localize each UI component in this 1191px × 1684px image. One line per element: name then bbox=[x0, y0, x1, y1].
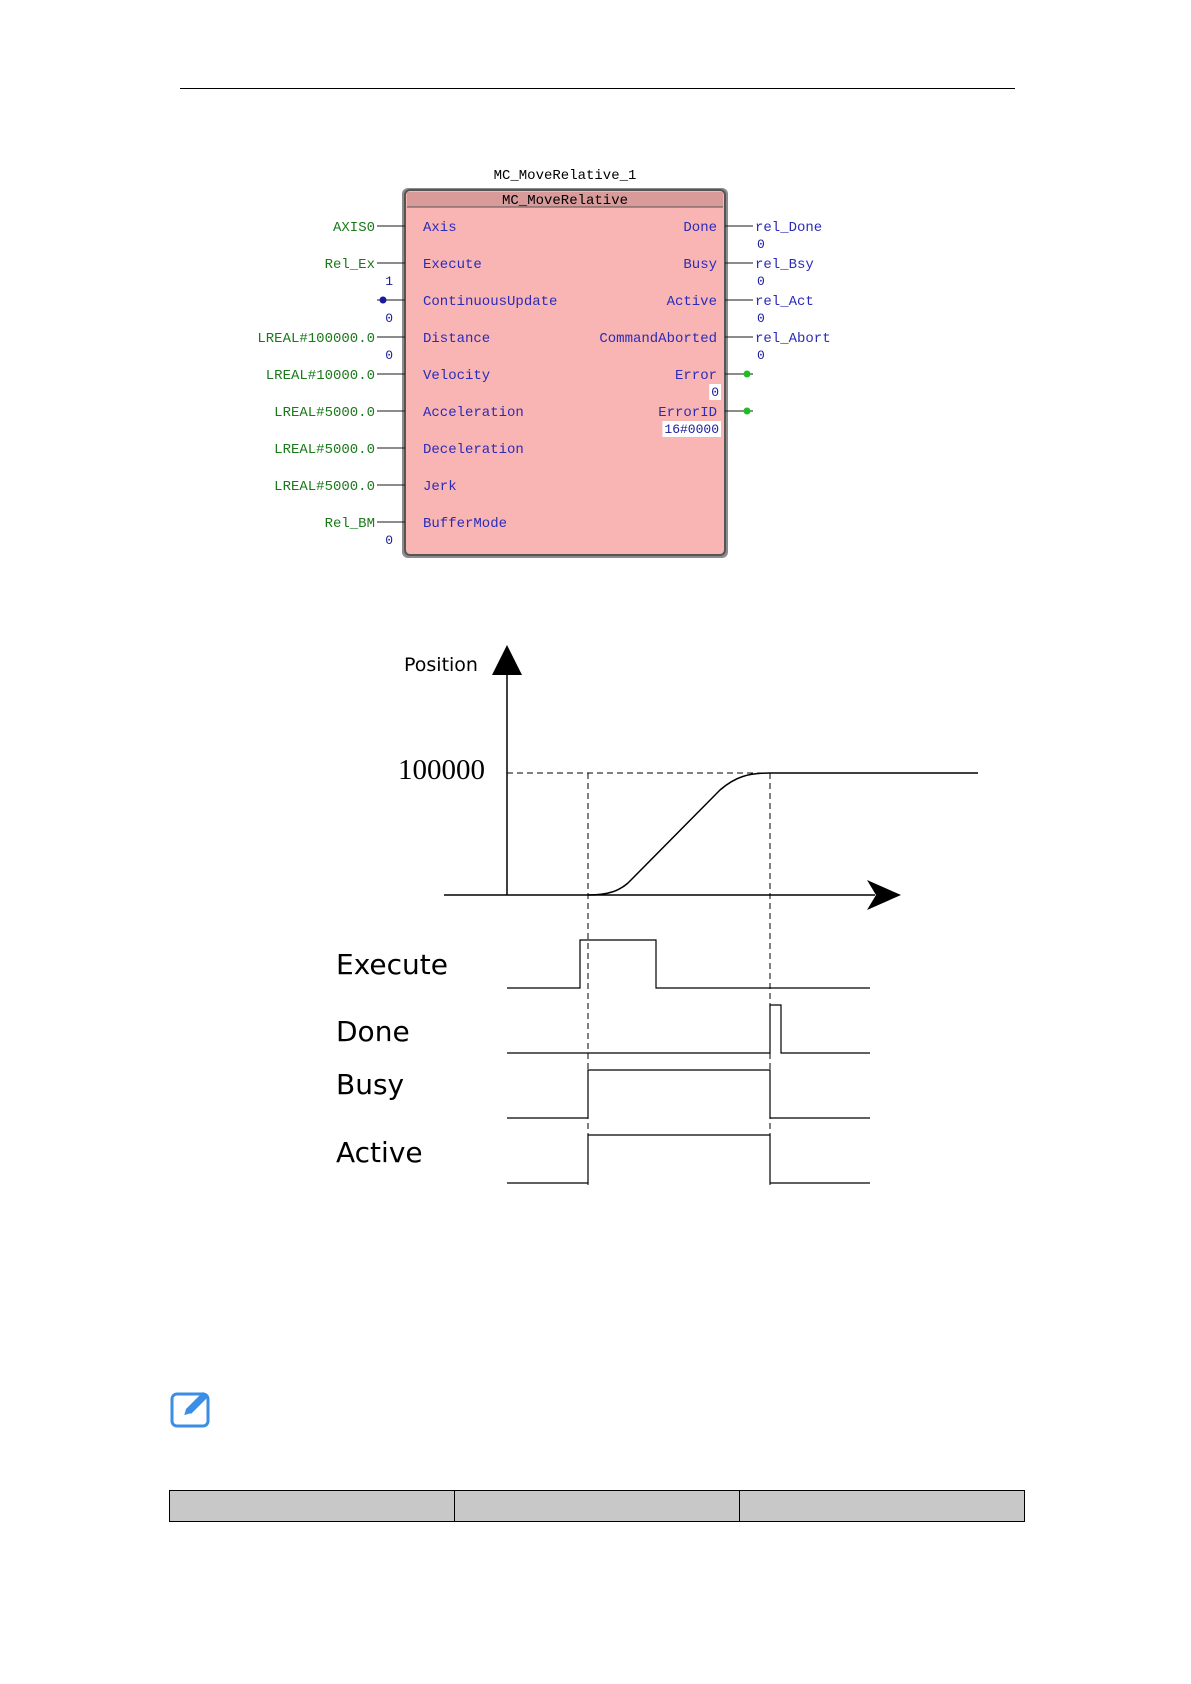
output-value-box bbox=[709, 384, 721, 400]
header-rule bbox=[180, 88, 1015, 89]
input-pin-velocity: Velocity bbox=[423, 368, 490, 384]
output-variable[interactable]: rel_Bsy bbox=[755, 257, 814, 273]
input-variable[interactable]: Rel_BM bbox=[325, 516, 375, 532]
fb-header bbox=[407, 192, 723, 207]
table-header-row bbox=[169, 1490, 1025, 1522]
done-waveform bbox=[507, 1004, 870, 1054]
busy-label: Busy bbox=[336, 1068, 405, 1101]
input-pin-execute: Execute bbox=[423, 257, 482, 273]
output-live-value: 0 bbox=[711, 385, 719, 400]
input-pin-jerk: Jerk bbox=[423, 479, 457, 495]
input-variable[interactable]: AXIS0 bbox=[333, 220, 375, 236]
input-pin-continuousupdate: ContinuousUpdate bbox=[423, 294, 557, 310]
active-label: Active bbox=[336, 1136, 423, 1169]
output-live-value: 0 bbox=[757, 274, 765, 289]
output-pin-busy: Busy bbox=[683, 257, 717, 273]
output-connection-dot[interactable] bbox=[743, 370, 751, 378]
input-live-value: 0 bbox=[385, 348, 393, 363]
table-header-cell bbox=[169, 1490, 455, 1522]
output-pin-active: Active bbox=[667, 294, 717, 310]
output-connection-dot[interactable] bbox=[743, 407, 751, 415]
table-header-cell bbox=[454, 1490, 740, 1522]
input-pin-deceleration: Deceleration bbox=[423, 442, 524, 458]
input-pin-buffermode: BufferMode bbox=[423, 516, 507, 532]
busy-waveform bbox=[507, 1069, 870, 1119]
input-live-value: 1 bbox=[385, 274, 393, 289]
y-axis-arrow bbox=[492, 645, 522, 675]
fb-body bbox=[404, 189, 726, 556]
done-label: Done bbox=[336, 1015, 410, 1048]
output-live-value: 0 bbox=[757, 348, 765, 363]
position-curve bbox=[587, 772, 978, 896]
output-pin-done: Done bbox=[683, 220, 717, 236]
fb-type-name: MC_MoveRelative bbox=[502, 193, 628, 209]
input-pin-acceleration: Acceleration bbox=[423, 405, 524, 421]
bottom-table bbox=[169, 1490, 1025, 1522]
output-live-value: 0 bbox=[757, 237, 765, 252]
output-pin-error: Error bbox=[675, 368, 717, 384]
input-connection-dot[interactable] bbox=[379, 296, 387, 304]
input-variable[interactable]: LREAL#5000.0 bbox=[274, 405, 375, 421]
input-live-value: 0 bbox=[385, 311, 393, 326]
position-target-value: 100000 bbox=[398, 754, 485, 786]
output-pin-commandaborted: CommandAborted bbox=[599, 331, 717, 347]
active-waveform bbox=[507, 1134, 870, 1184]
output-variable[interactable]: rel_Act bbox=[755, 294, 814, 310]
input-variable[interactable]: LREAL#5000.0 bbox=[274, 442, 375, 458]
function-block-diagram: MC_MoveRelative_1 MC_MoveRelative Axis AX… bbox=[257, 168, 831, 558]
execute-waveform bbox=[507, 939, 870, 989]
output-variable[interactable]: rel_Done bbox=[755, 220, 822, 236]
input-variable[interactable]: Rel_Ex bbox=[325, 257, 375, 273]
x-axis-arrow bbox=[867, 880, 901, 910]
input-pin-distance: Distance bbox=[423, 331, 490, 347]
position-axis-label: Position bbox=[404, 654, 478, 676]
output-value-box bbox=[662, 421, 721, 437]
output-live-value: 0 bbox=[757, 311, 765, 326]
input-live-value: 0 bbox=[385, 533, 393, 548]
table-header-cell bbox=[739, 1490, 1025, 1522]
input-variable[interactable]: LREAL#10000.0 bbox=[266, 368, 375, 384]
output-pin-errorid: ErrorID bbox=[658, 405, 717, 421]
execute-label: Execute bbox=[336, 948, 448, 981]
output-live-value: 16#0000 bbox=[664, 422, 719, 437]
fb-instance-name: MC_MoveRelative_1 bbox=[494, 168, 637, 184]
output-variable[interactable]: rel_Abort bbox=[755, 331, 831, 347]
input-variable[interactable]: LREAL#5000.0 bbox=[274, 479, 375, 495]
input-variable[interactable]: LREAL#100000.0 bbox=[257, 331, 375, 347]
input-pin-axis: Axis bbox=[423, 220, 457, 236]
note-edit-icon bbox=[170, 1392, 210, 1428]
